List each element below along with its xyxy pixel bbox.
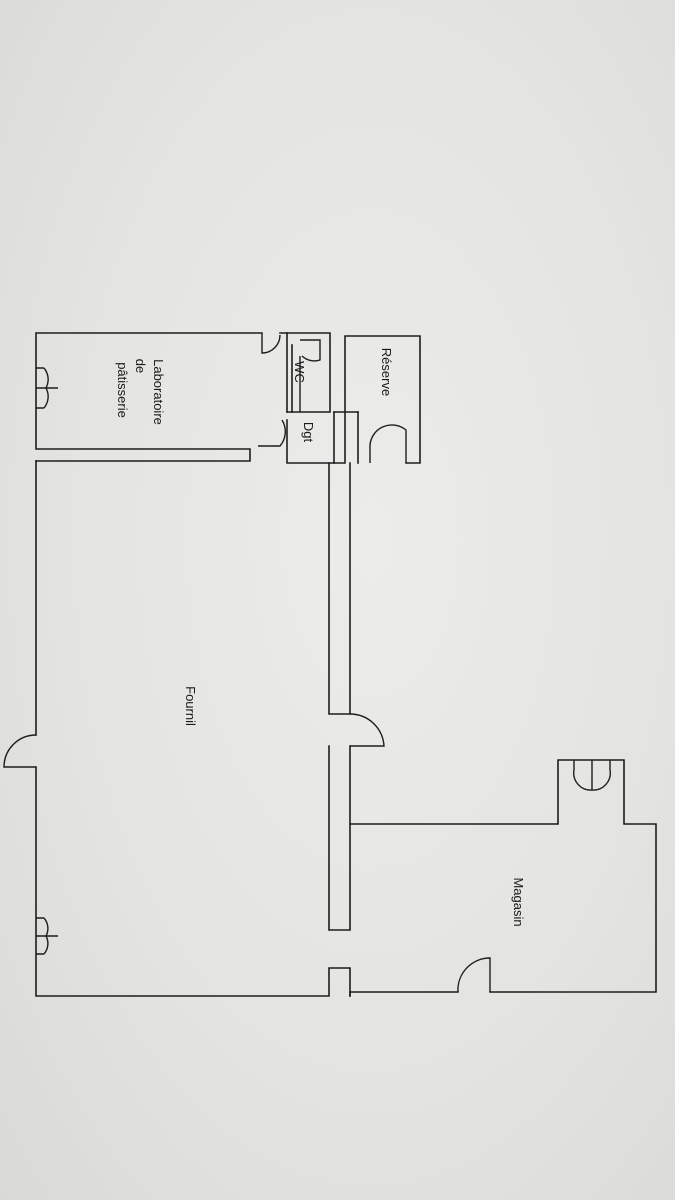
label-laboratoire-line2: de bbox=[133, 359, 148, 373]
laboratoire-walls bbox=[35, 332, 263, 462]
fournil-room bbox=[3, 460, 351, 997]
label-magasin: Magasin bbox=[511, 877, 526, 926]
fournil-magasin-door bbox=[349, 713, 385, 747]
laboratoire-door bbox=[261, 333, 281, 354]
magasin-walls bbox=[349, 759, 657, 993]
laboratoire-window bbox=[36, 367, 58, 409]
dgt-walls bbox=[286, 411, 346, 464]
central-double-wall bbox=[328, 462, 385, 931]
double-wall-lower bbox=[328, 745, 351, 931]
magasin-bottom-wall bbox=[349, 991, 459, 997]
double-wall-upper bbox=[328, 462, 351, 715]
fournil-window bbox=[36, 917, 58, 955]
reserve-walls bbox=[344, 335, 421, 464]
wc-door bbox=[299, 339, 321, 412]
wc-dgt-room bbox=[258, 332, 346, 464]
magasin-door bbox=[457, 957, 491, 993]
label-wc: WC bbox=[292, 361, 307, 383]
fournil-left-wall-lower bbox=[35, 766, 351, 997]
label-fournil: Fournil bbox=[183, 686, 198, 726]
magasin-window bbox=[573, 760, 611, 791]
dgt-door bbox=[258, 419, 286, 447]
wc-walls bbox=[279, 332, 331, 413]
reserve-room bbox=[333, 335, 421, 464]
laboratoire-room bbox=[35, 332, 281, 462]
reserve-door bbox=[369, 424, 407, 463]
label-reserve: Réserve bbox=[379, 348, 394, 396]
label-dgt: Dgt bbox=[301, 422, 316, 443]
label-laboratoire-line3: pâtisserie bbox=[115, 362, 130, 418]
fournil-side-door bbox=[3, 734, 37, 768]
label-laboratoire-line1: Laboratoire bbox=[151, 359, 166, 425]
magasin-room bbox=[349, 759, 657, 997]
